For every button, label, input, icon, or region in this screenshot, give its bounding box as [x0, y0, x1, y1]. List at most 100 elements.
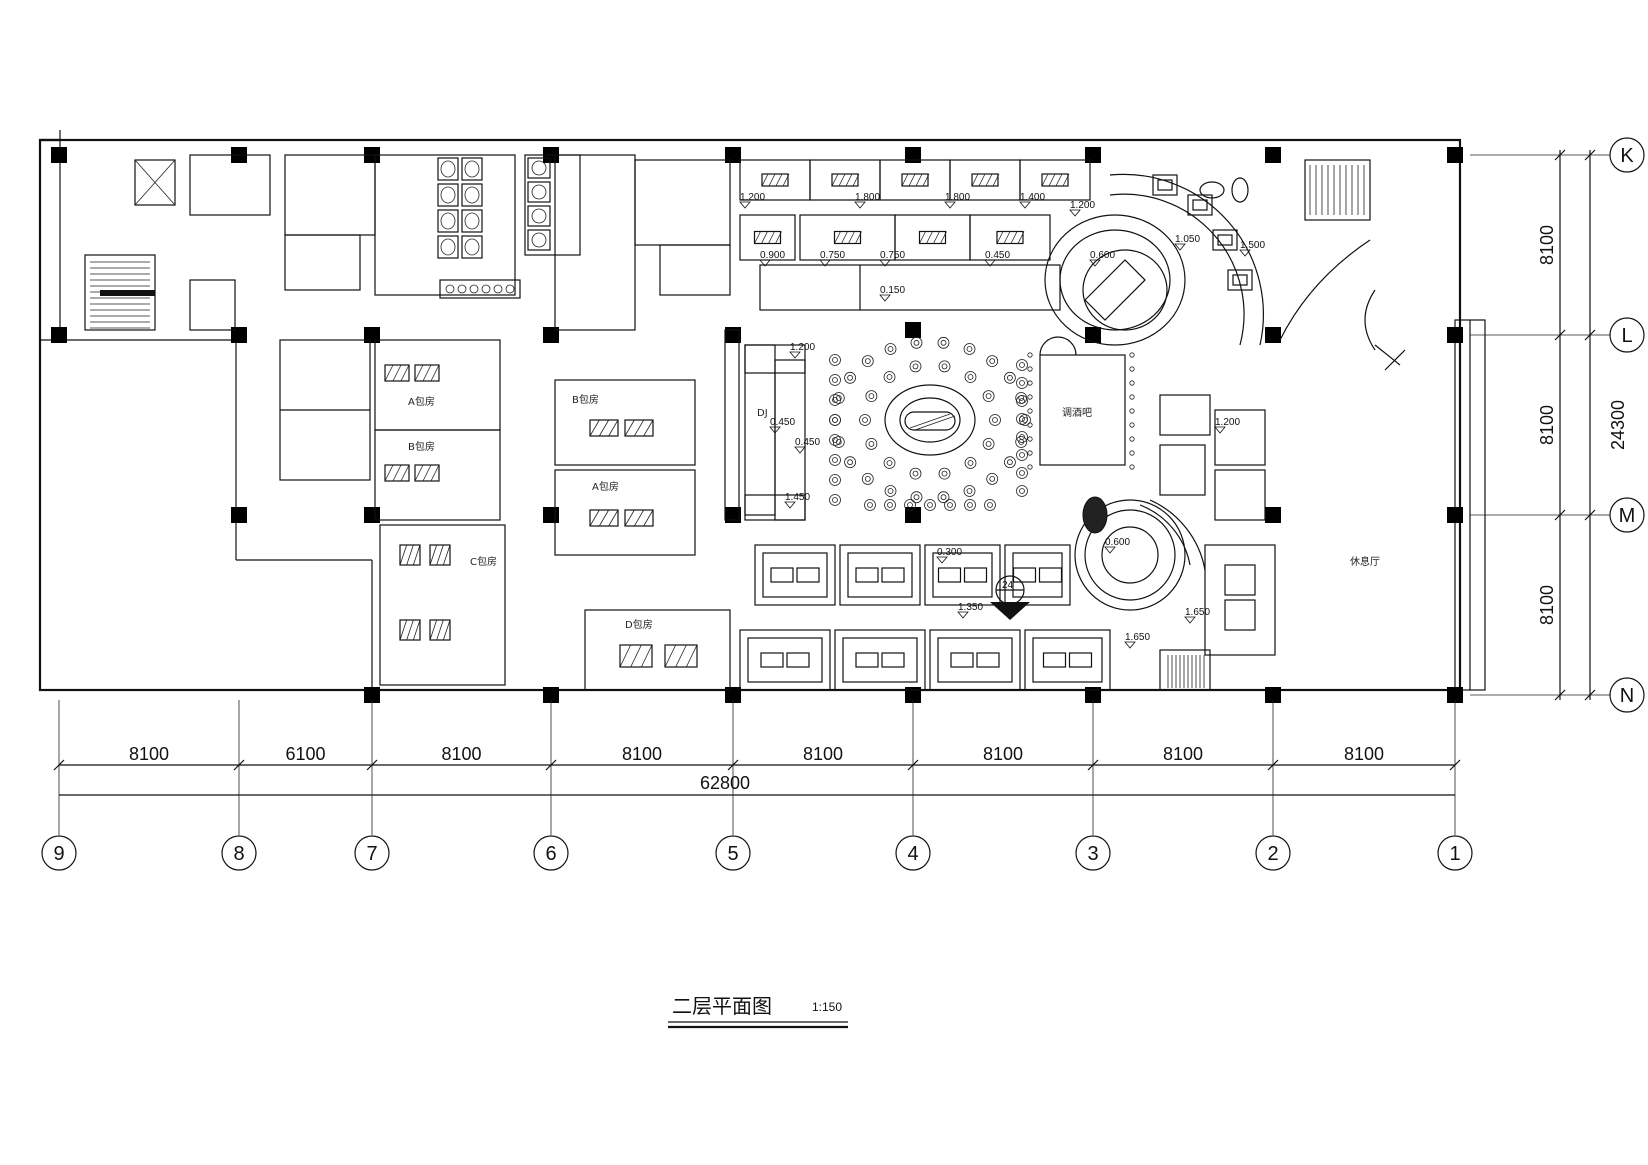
column-pillar [1447, 687, 1463, 703]
axis-bubble-label: 6 [545, 843, 556, 865]
room-label-stage: DJ [757, 408, 768, 419]
dimension-segment-horizontal: 8100 [1344, 744, 1384, 764]
level-mark-label: 0.600 [1090, 250, 1115, 261]
axis-bubble-label: 9 [53, 843, 64, 865]
private-rooms-bottom [384, 364, 1111, 691]
right-rooms [1159, 159, 1406, 691]
axis-bubble-label: 7 [366, 843, 377, 865]
column-pillar [364, 327, 380, 343]
column-pillar [725, 147, 741, 163]
axis-bubble-label: K [1620, 145, 1634, 167]
central-hall [724, 329, 1135, 521]
axis-bubble [221, 835, 257, 871]
level-mark-label: 1.800 [855, 192, 880, 203]
column-pillar [1085, 687, 1101, 703]
dimension-total-horizontal: 62800 [700, 773, 750, 793]
level-mark-label: 0.150 [880, 285, 905, 296]
axis-bubble-label: 1 [1449, 843, 1460, 865]
room-label-b-suite: B包房 [408, 440, 435, 453]
level-mark-label: 1.450 [785, 492, 810, 503]
column-pillar [1265, 147, 1281, 163]
axis-bubble [895, 835, 931, 871]
level-mark-label: 0.900 [760, 250, 785, 261]
column-pillar [1265, 507, 1281, 523]
level-mark-label: 0.750 [820, 250, 845, 261]
level-mark-label: 1.650 [1125, 632, 1150, 643]
axis-bubble [1609, 677, 1645, 713]
level-mark-label: 1.400 [1020, 192, 1045, 203]
axis-bubble [1609, 497, 1645, 533]
column-pillar [905, 147, 921, 163]
axis-bubble-label: 5 [727, 843, 738, 865]
column-pillar [364, 687, 380, 703]
column-pillar [725, 687, 741, 703]
column-pillar [543, 507, 559, 523]
column-pillar [1447, 147, 1463, 163]
column-pillar [905, 322, 921, 338]
axis-bubble [354, 835, 390, 871]
column-pillar [543, 327, 559, 343]
axis-bubble [1609, 137, 1645, 173]
axis-bubble-label: 3 [1087, 843, 1098, 865]
level-mark-label: 1.200 [790, 342, 815, 353]
title-block: 二层平面图 1:150 [668, 994, 848, 1029]
axis-bubble-label: 8 [233, 843, 244, 865]
column-pillar [1085, 327, 1101, 343]
axis-bubble [1255, 835, 1291, 871]
column-pillar [1447, 327, 1463, 343]
drawing-title: 二层平面图 [672, 994, 772, 1018]
level-mark-label: 0.750 [880, 250, 905, 261]
axis-bubble-label: 2 [1267, 843, 1278, 865]
axis-bubble-label: N [1620, 685, 1634, 707]
level-mark-label: 1.200 [1215, 417, 1240, 428]
drawing-scale: 1:150 [812, 1000, 842, 1014]
room-label-c-suite: C包房 [470, 555, 497, 568]
dimension-segment-horizontal: 8100 [803, 744, 843, 764]
axis-bubble-label: M [1619, 505, 1636, 527]
dimension-segment-vertical: 8100 [1537, 225, 1557, 265]
room-label-bar: 调酒吧 [1062, 407, 1092, 419]
axis-bubble [715, 835, 751, 871]
room-label-a-suite: A包房 [408, 395, 435, 408]
dimension-segment-vertical: 8100 [1537, 585, 1557, 625]
section-mark-label: 24 [1002, 580, 1014, 591]
stair-core-left [84, 154, 376, 331]
column-pillar [51, 327, 67, 343]
level-mark-label: 0.600 [1105, 537, 1130, 548]
level-mark-label: 1.650 [1185, 607, 1210, 618]
row-axis-bubbles: K L M N [1595, 137, 1645, 713]
dimension-segment-horizontal: 8100 [983, 744, 1023, 764]
axis-bubble [1075, 835, 1111, 871]
axis-bubble-label: L [1621, 325, 1632, 347]
level-mark-label: 1.050 [1175, 234, 1200, 245]
room-label-a-suite-2: A包房 [592, 480, 619, 493]
level-mark-label: 0.300 [937, 547, 962, 558]
column-pillar [1265, 327, 1281, 343]
axis-bubble [1609, 317, 1645, 353]
level-mark-label: 0.450 [795, 437, 820, 448]
level-mark-label: 1.800 [945, 192, 970, 203]
dimension-segment-horizontal: 8100 [1163, 744, 1203, 764]
column-pillar [725, 507, 741, 523]
level-mark-label: 1.500 [1240, 240, 1265, 251]
column-pillar [905, 507, 921, 523]
level-mark-label: 0.450 [985, 250, 1010, 261]
room-label-b-suite-2: B包房 [572, 393, 599, 406]
level-mark-label: 1.200 [1070, 200, 1095, 211]
level-mark-label: 1.350 [958, 602, 983, 613]
column-pillar [905, 687, 921, 703]
column-pillar [51, 147, 67, 163]
column-pillar [1265, 687, 1281, 703]
private-rooms-top [739, 159, 1091, 311]
room-labels: A包房 B包房 B包房 A包房 C包房 D包房 DJ 调酒吧 休息厅 [408, 393, 1380, 631]
column-pillar [543, 687, 559, 703]
column-pillar [364, 507, 380, 523]
vip-circles [1044, 173, 1264, 611]
column-pillar [1447, 507, 1463, 523]
dimension-segment-vertical: 8100 [1537, 405, 1557, 445]
column-pillar [1085, 147, 1101, 163]
dimension-segment-horizontal: 8100 [129, 744, 169, 764]
